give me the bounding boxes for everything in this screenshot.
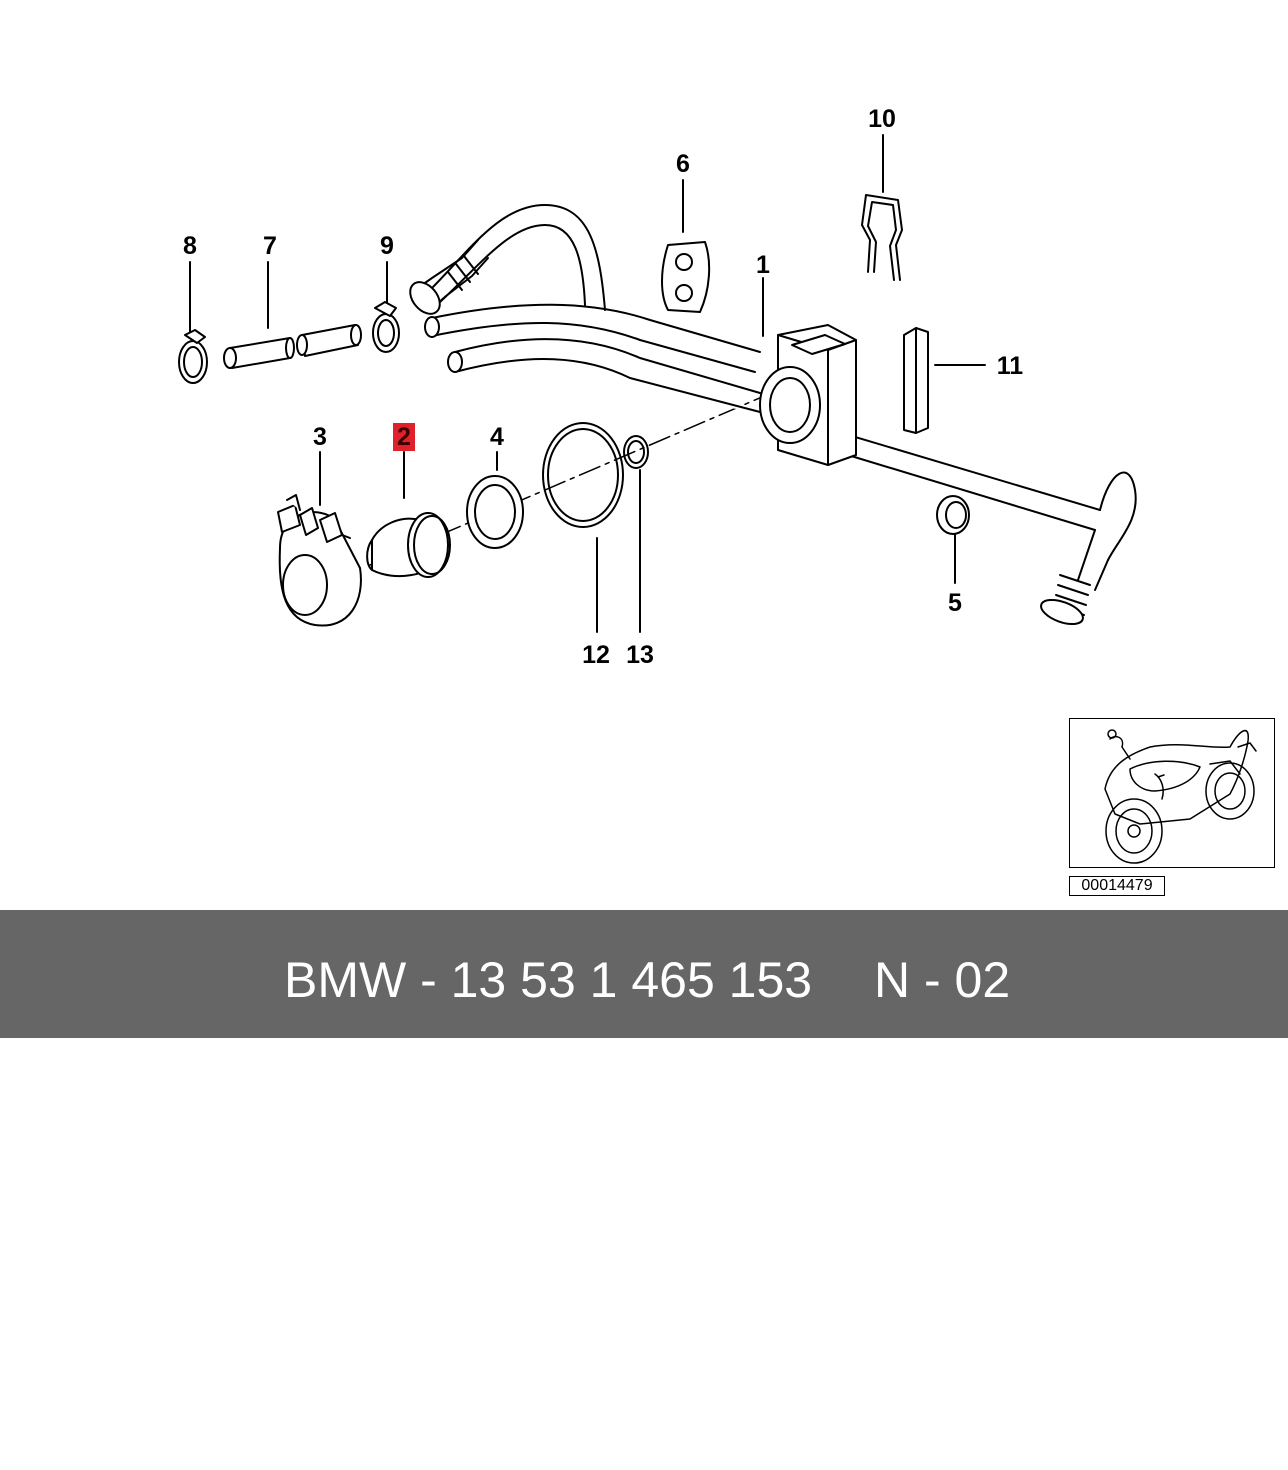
diagram-code: N - 02 [874, 952, 1011, 1008]
callout-9[interactable]: 9 [380, 232, 394, 260]
callout-1[interactable]: 1 [756, 251, 770, 279]
part-number: BMW - 13 53 1 465 153 [284, 952, 813, 1008]
callout-12[interactable]: 12 [582, 641, 610, 669]
callout-10[interactable]: 10 [868, 105, 896, 133]
callout-11[interactable]: 11 [996, 352, 1024, 380]
callout-8[interactable]: 8 [183, 232, 197, 260]
callout-4[interactable]: 4 [490, 423, 504, 451]
callout-6[interactable]: 6 [676, 150, 690, 178]
callout-2-highlighted[interactable]: 2 [393, 423, 415, 451]
leader-lines [189, 134, 986, 633]
clamp-3 [277, 494, 362, 627]
callout-13[interactable]: 13 [626, 641, 654, 669]
clip-10 [861, 194, 903, 281]
inset-reference-code: 00014479 [1069, 876, 1165, 896]
ring-4 [466, 475, 524, 549]
sleeve-2 [366, 512, 451, 578]
parts-diagram [178, 134, 1137, 633]
location-inset [1069, 718, 1275, 868]
hose-clamp-8 [178, 329, 208, 384]
hose-clamp-9 [372, 301, 400, 353]
grommet-5 [936, 495, 970, 535]
footer-bar: BMW - 13 53 1 465 153 N - 02 [0, 910, 1288, 1038]
exploded-view-drawing [178, 134, 1137, 633]
gasket-12 [542, 422, 624, 528]
grommet-6 [661, 241, 711, 313]
callout-5[interactable]: 5 [948, 589, 962, 617]
callout-7[interactable]: 7 [263, 232, 277, 260]
motorcycle-icon [1104, 729, 1257, 864]
o-ring-13 [623, 435, 649, 469]
hose-7 [223, 324, 362, 369]
fuel-line-assembly [409, 204, 1137, 626]
strip-11 [903, 327, 929, 434]
callout-3[interactable]: 3 [313, 423, 327, 451]
